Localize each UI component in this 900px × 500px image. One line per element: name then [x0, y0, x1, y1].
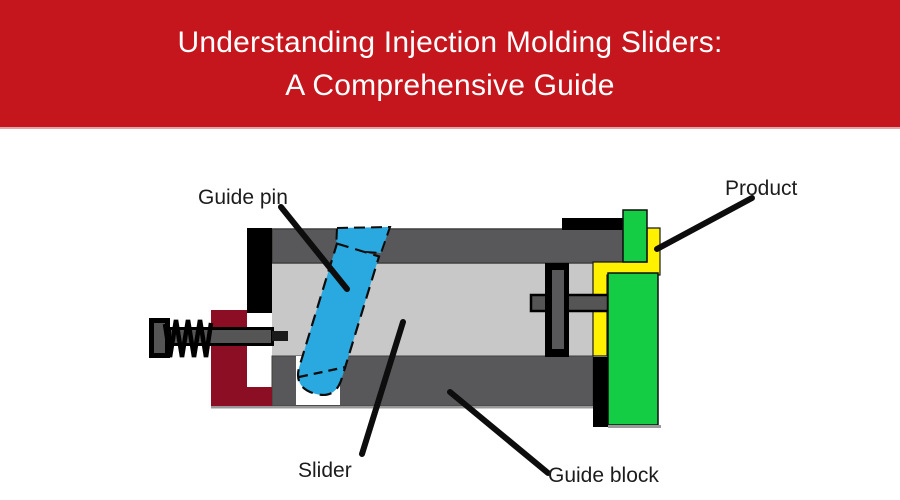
- guide-block-pointer-line: [447, 389, 551, 476]
- slider-label: Slider: [298, 459, 352, 482]
- right-black-strip: [593, 357, 608, 427]
- product-label: Product: [725, 177, 798, 200]
- product-pointer-line: [654, 195, 755, 252]
- mold-block-right-green: [607, 272, 659, 426]
- guide-pin: [296, 225, 392, 397]
- guide-pin-label: Guide pin: [198, 186, 288, 209]
- top-right-black-bar: [562, 218, 623, 230]
- green-base-line: [608, 425, 661, 428]
- guide-pin-pointer-line: [278, 204, 350, 292]
- screw-head: [154, 323, 165, 353]
- guide-pin-shaft: [296, 242, 381, 397]
- guide-block-label: Guide block: [548, 464, 659, 487]
- screw-tip-rod: [272, 331, 288, 341]
- guide-pin-tip-mark: [298, 365, 347, 379]
- mold-block-top-green: [622, 209, 648, 263]
- top-plate: [271, 228, 624, 264]
- guide-pin-head: [334, 225, 392, 255]
- title-banner: Understanding Injection Molding Sliders:…: [0, 0, 900, 129]
- spring-coil: [162, 319, 214, 358]
- baseline: [211, 406, 593, 409]
- page-title-line1: Understanding Injection Molding Sliders:: [177, 25, 723, 59]
- lock-bar-inset: [552, 270, 564, 349]
- page-title-line2: A Comprehensive Guide: [285, 68, 615, 102]
- slider-pointer-line: [359, 319, 406, 457]
- spring-seat-block: [211, 310, 272, 406]
- left-retainer-bar: [247, 228, 272, 313]
- screw-spring-assembly: [149, 318, 288, 358]
- connector-bar: [529, 293, 610, 313]
